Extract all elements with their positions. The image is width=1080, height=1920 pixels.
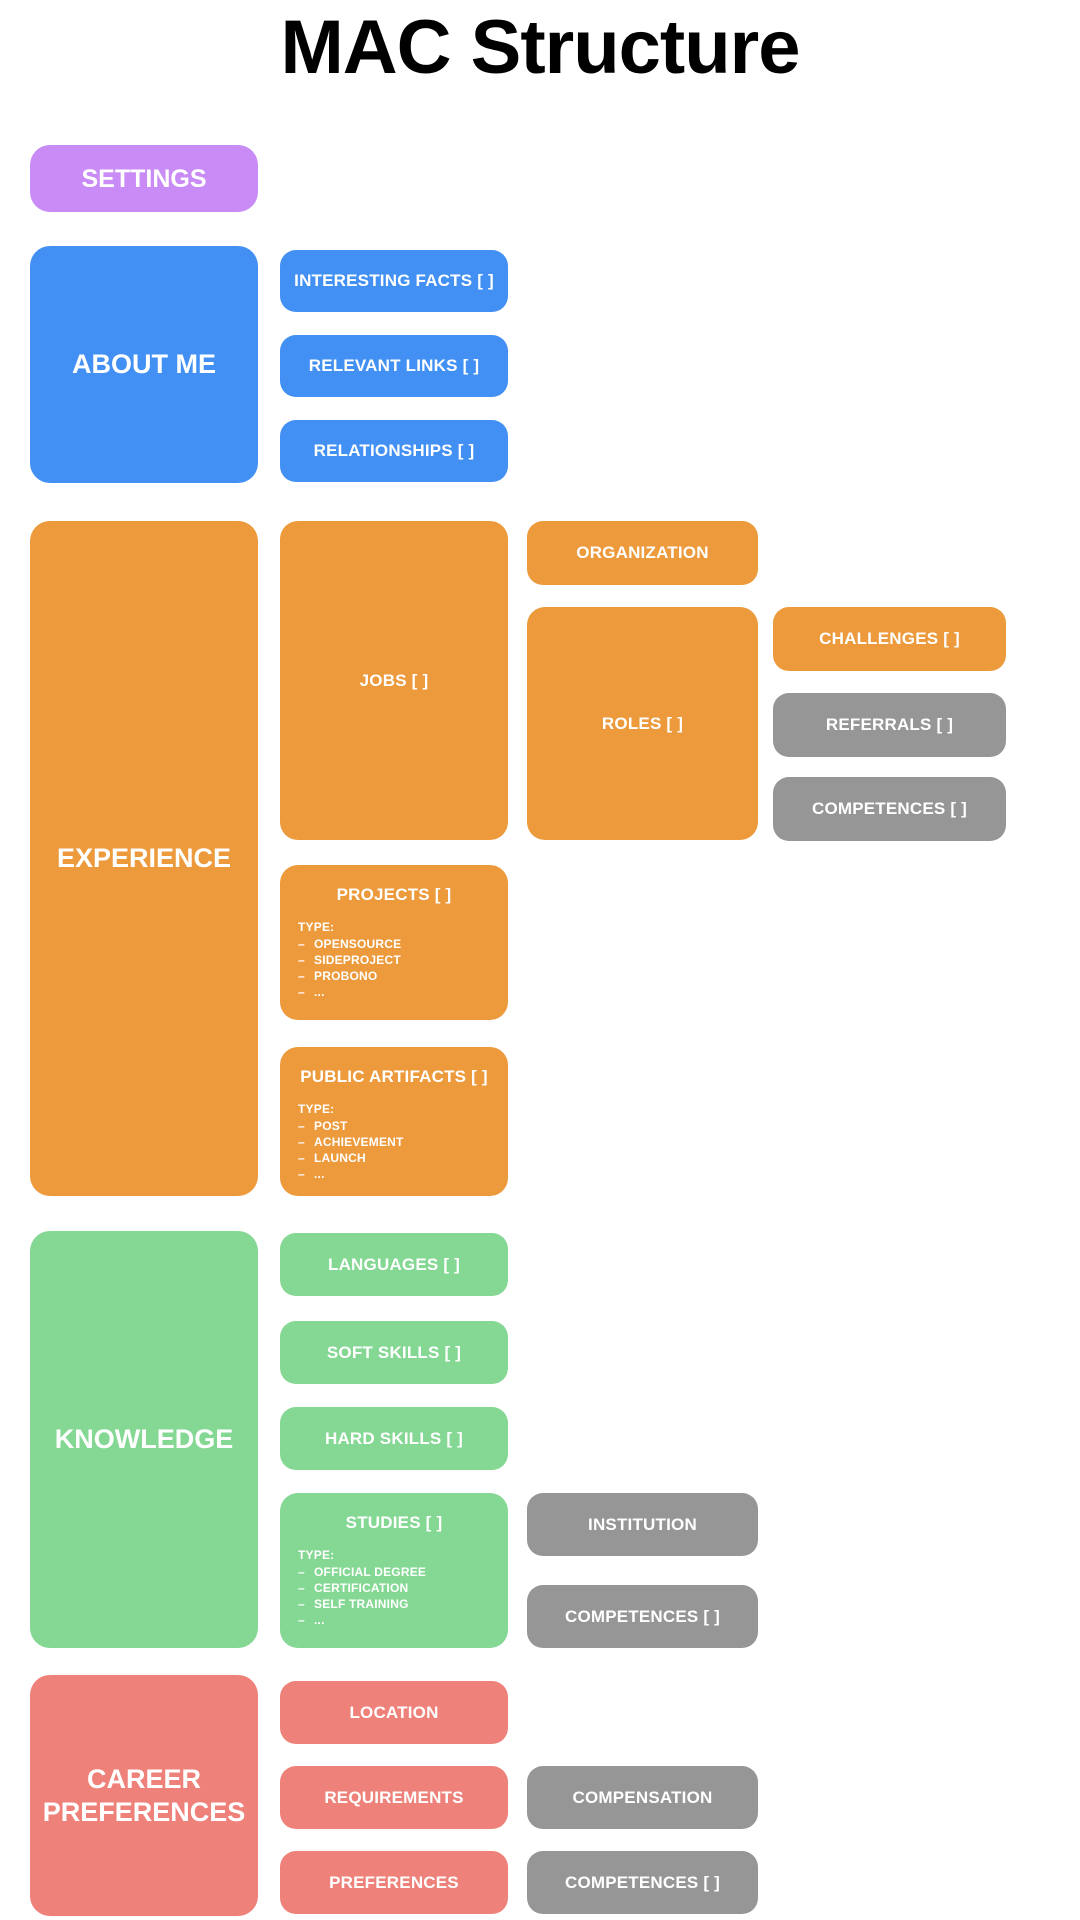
competences-requirements-node: COMPETENCES [ ] [527, 1851, 758, 1914]
type-item: –SELF TRAINING [298, 1596, 492, 1612]
competences-studies-label: COMPETENCES [ ] [564, 1606, 721, 1626]
interesting-facts-node: INTERESTING FACTS [ ] [280, 250, 508, 312]
requirements-label: REQUIREMENTS [324, 1787, 464, 1807]
relationships-label: RELATIONSHIPS [ ] [313, 441, 475, 460]
projects-label: PROJECTS [ ] [336, 885, 452, 904]
projects-type-list: TYPE: –OPENSOURCE –SIDEPROJECT –PROBONO … [296, 919, 492, 1000]
type-item-text: OPENSOURCE [314, 937, 402, 951]
studies-node: STUDIES [ ] TYPE: –OFFICIAL DEGREE –CERT… [280, 1493, 508, 1648]
studies-type-list: TYPE: –OFFICIAL DEGREE –CERTIFICATION –S… [296, 1547, 492, 1628]
experience-node: EXPERIENCE [30, 521, 258, 1196]
type-item-text: ... [314, 1613, 325, 1627]
type-item: –OFFICIAL DEGREE [298, 1564, 492, 1580]
type-item: –POST [298, 1118, 492, 1134]
public-artifacts-label: PUBLIC ARTIFACTS [ ] [300, 1067, 488, 1086]
relevant-links-node: RELEVANT LINKS [ ] [280, 335, 508, 397]
bullet-dash: – [298, 1597, 305, 1611]
type-item: –SIDEPROJECT [298, 952, 492, 968]
type-item-text: POST [314, 1119, 348, 1133]
referrals-node: REFERRALS [ ] [773, 693, 1006, 757]
public-artifacts-node: PUBLIC ARTIFACTS [ ] TYPE: –POST –ACHIEV… [280, 1047, 508, 1196]
soft-skills-label: SOFT SKILLS [ ] [326, 1342, 462, 1362]
institution-label: INSTITUTION [588, 1514, 697, 1534]
bullet-dash: – [298, 1151, 305, 1165]
bullet-dash: – [298, 953, 305, 967]
jobs-label: JOBS [ ] [359, 670, 429, 690]
studies-label: STUDIES [ ] [345, 1513, 443, 1532]
soft-skills-node: SOFT SKILLS [ ] [280, 1321, 508, 1384]
relevant-links-label: RELEVANT LINKS [ ] [308, 356, 480, 375]
organization-label: ORGANIZATION [576, 543, 709, 562]
languages-label: LANGUAGES [ ] [328, 1254, 460, 1274]
type-item: –CERTIFICATION [298, 1580, 492, 1596]
type-label: TYPE: [298, 1102, 335, 1116]
type-item-text: LAUNCH [314, 1151, 366, 1165]
bullet-dash: – [298, 1135, 305, 1149]
location-label: LOCATION [349, 1702, 439, 1722]
location-node: LOCATION [280, 1681, 508, 1744]
type-item-text: SELF TRAINING [314, 1597, 409, 1611]
bullet-dash: – [298, 985, 305, 999]
preferences-node: PREFERENCES [280, 1851, 508, 1914]
public-artifacts-type-list: TYPE: –POST –ACHIEVEMENT –LAUNCH –... [296, 1101, 492, 1182]
competences-roles-label: COMPETENCES [ ] [811, 799, 968, 818]
career-preferences-node: CAREER PREFERENCES [30, 1675, 258, 1916]
languages-node: LANGUAGES [ ] [280, 1233, 508, 1296]
bullet-dash: – [298, 1167, 305, 1181]
type-item: –... [298, 1166, 492, 1182]
roles-node: ROLES [ ] [527, 607, 758, 840]
challenges-label: CHALLENGES [ ] [819, 629, 960, 648]
relationships-node: RELATIONSHIPS [ ] [280, 420, 508, 482]
bullet-dash: – [298, 1565, 305, 1579]
institution-node: INSTITUTION [527, 1493, 758, 1556]
type-item: –... [298, 1612, 492, 1628]
type-label: TYPE: [298, 1548, 335, 1562]
about-me-node-label: ABOUT ME [72, 349, 216, 380]
jobs-node: JOBS [ ] [280, 521, 508, 840]
bullet-dash: – [298, 969, 305, 983]
type-item-text: PROBONO [314, 969, 378, 983]
type-label: TYPE: [298, 920, 335, 934]
competences-requirements-label: COMPETENCES [ ] [564, 1872, 721, 1892]
hard-skills-label: HARD SKILLS [ ] [324, 1428, 464, 1448]
type-item: –ACHIEVEMENT [298, 1134, 492, 1150]
type-item: –PROBONO [298, 968, 492, 984]
type-item-text: OFFICIAL DEGREE [314, 1565, 427, 1579]
type-item-text: ... [314, 985, 325, 999]
referrals-label: REFERRALS [ ] [825, 715, 954, 734]
compensation-label: COMPENSATION [572, 1787, 713, 1807]
bullet-dash: – [298, 1581, 305, 1595]
bullet-dash: – [298, 1119, 305, 1133]
organization-node: ORGANIZATION [527, 521, 758, 585]
type-item-text: SIDEPROJECT [314, 953, 401, 967]
hard-skills-node: HARD SKILLS [ ] [280, 1407, 508, 1470]
type-item-text: CERTIFICATION [314, 1581, 409, 1595]
knowledge-node-label: KNOWLEDGE [54, 1424, 234, 1455]
settings-node-label: SETTINGS [81, 164, 207, 193]
requirements-node: REQUIREMENTS [280, 1766, 508, 1829]
challenges-node: CHALLENGES [ ] [773, 607, 1006, 671]
type-item-text: ... [314, 1167, 325, 1181]
roles-label: ROLES [ ] [601, 713, 684, 733]
interesting-facts-label: INTERESTING FACTS [ ] [294, 271, 494, 290]
competences-studies-node: COMPETENCES [ ] [527, 1585, 758, 1648]
bullet-dash: – [298, 1613, 305, 1627]
experience-node-label: EXPERIENCE [56, 843, 232, 874]
type-item: –OPENSOURCE [298, 936, 492, 952]
settings-node: SETTINGS [30, 145, 258, 212]
type-item: –LAUNCH [298, 1150, 492, 1166]
projects-node: PROJECTS [ ] TYPE: –OPENSOURCE –SIDEPROJ… [280, 865, 508, 1020]
knowledge-node: KNOWLEDGE [30, 1231, 258, 1648]
page-title: MAC Structure [280, 5, 800, 90]
preferences-label: PREFERENCES [329, 1872, 459, 1892]
bullet-dash: – [298, 937, 305, 951]
about-me-node: ABOUT ME [30, 246, 258, 483]
career-preferences-node-label: CAREER PREFERENCES [42, 1764, 246, 1827]
compensation-node: COMPENSATION [527, 1766, 758, 1829]
type-item-text: ACHIEVEMENT [314, 1135, 404, 1149]
type-item: –... [298, 984, 492, 1000]
competences-roles-node: COMPETENCES [ ] [773, 777, 1006, 841]
